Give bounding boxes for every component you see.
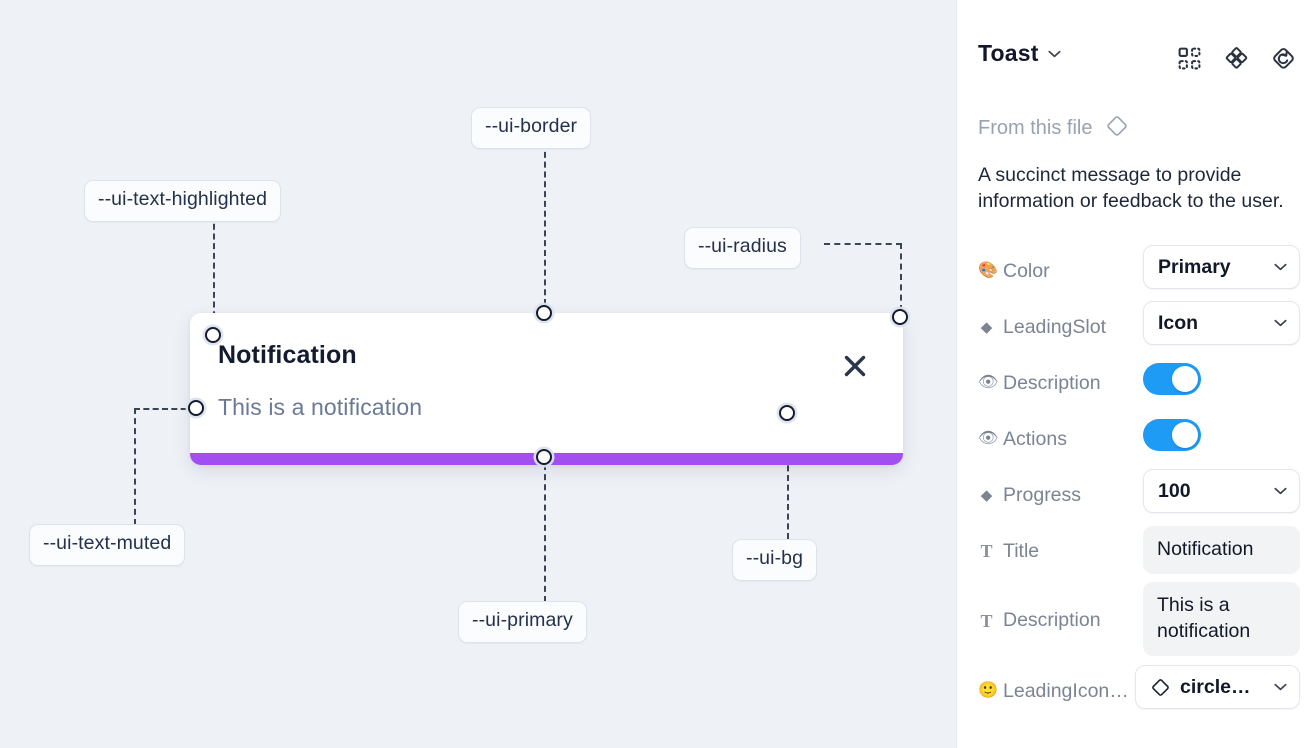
actions-toggle[interactable]	[1143, 419, 1201, 451]
handle-ui-bg[interactable]	[779, 405, 795, 421]
component-grid-icon[interactable]	[1177, 46, 1202, 71]
connector-ui-radius-vertical	[900, 243, 902, 311]
chevron-down-icon	[1274, 319, 1287, 327]
connector-ui-text-highlighted	[213, 214, 215, 327]
property-label-leadingicon: 🙂 LeadingIcon…	[978, 679, 1129, 702]
text-type-icon: T	[980, 610, 993, 631]
connector-ui-primary	[544, 464, 546, 602]
description-input[interactable]: This is a notification	[1143, 582, 1300, 656]
property-label-description-text: T Description	[978, 609, 1100, 632]
toast-title: Notification	[218, 341, 357, 369]
eye-emoji-icon: 👁	[978, 430, 999, 447]
connector-ui-radius-horizontal	[824, 243, 902, 245]
diamond-icon: ◆	[980, 318, 993, 336]
component-name-dropdown[interactable]: Toast	[978, 40, 1061, 67]
chevron-down-icon	[1274, 487, 1287, 495]
connector-ui-bg	[787, 417, 789, 539]
property-row-title: T Title Notification	[957, 523, 1312, 579]
chevron-down-icon	[1274, 263, 1287, 271]
token-chip-ui-border[interactable]: --ui-border	[471, 107, 592, 149]
header-icon-group	[1177, 46, 1296, 71]
property-row-leadingslot: ◆ LeadingSlot Icon	[957, 299, 1312, 355]
connector-ui-text-muted-vertical	[134, 408, 136, 525]
token-chip-ui-text-highlighted[interactable]: --ui-text-highlighted	[84, 180, 282, 222]
property-label-progress: ◆ Progress	[978, 484, 1081, 507]
property-label-description: 👁 Description	[978, 371, 1101, 394]
connector-ui-border	[544, 142, 546, 305]
color-select[interactable]: Primary	[1143, 245, 1300, 289]
description-toggle[interactable]	[1143, 363, 1201, 395]
from-this-file-row[interactable]: From this file	[978, 113, 1130, 144]
smiley-emoji-icon: 🙂	[978, 682, 998, 699]
token-chip-ui-radius[interactable]: --ui-radius	[684, 227, 801, 269]
toast-description: This is a notification	[218, 394, 423, 420]
component-diamonds-icon[interactable]	[1224, 46, 1249, 71]
connector-ui-text-muted-horizontal	[134, 408, 196, 410]
diamond-icon	[1104, 113, 1130, 144]
token-chip-ui-bg[interactable]: --ui-bg	[732, 539, 818, 581]
title-input[interactable]: Notification	[1143, 526, 1300, 574]
property-label-title: T Title	[978, 540, 1039, 563]
text-type-icon: T	[980, 541, 993, 561]
property-row-leadingicon: 🙂 LeadingIcon… circle…	[957, 663, 1312, 719]
diamond-icon: ◆	[980, 486, 993, 504]
design-canvas[interactable]: Notification This is a notification --ui…	[0, 0, 956, 748]
handle-ui-text-muted[interactable]	[188, 400, 204, 416]
from-this-file-label: From this file	[978, 117, 1093, 139]
diamond-icon	[1152, 678, 1169, 696]
panel-header: Toast	[957, 0, 1312, 104]
handle-ui-primary[interactable]	[536, 449, 552, 465]
handle-ui-radius[interactable]	[892, 309, 908, 325]
property-row-description-toggle: 👁 Description	[957, 355, 1312, 411]
progress-select[interactable]: 100	[1143, 469, 1300, 513]
property-row-color: 🎨 Color Primary	[957, 243, 1312, 299]
handle-ui-text-highlighted[interactable]	[205, 327, 221, 343]
chevron-down-icon	[1274, 683, 1287, 691]
leadingslot-select[interactable]: Icon	[1143, 301, 1300, 345]
token-chip-ui-primary[interactable]: --ui-primary	[458, 601, 587, 643]
property-label-actions: 👁 Actions	[978, 427, 1067, 450]
page-title: Toast	[978, 40, 1039, 66]
reset-component-icon[interactable]	[1271, 46, 1296, 71]
token-chip-ui-text-muted[interactable]: --ui-text-muted	[29, 524, 186, 566]
palette-emoji-icon: 🎨	[978, 262, 998, 279]
toast-component-preview[interactable]: Notification This is a notification	[190, 313, 903, 465]
property-row-progress: ◆ Progress 100	[957, 467, 1312, 523]
toggle-knob	[1172, 422, 1198, 448]
toggle-knob	[1172, 366, 1198, 392]
component-description: A succinct message to provide informatio…	[978, 164, 1284, 212]
property-label-leadingslot: ◆ LeadingSlot	[978, 316, 1106, 339]
property-label-color: 🎨 Color	[978, 259, 1050, 282]
properties-panel: Toast	[956, 0, 1312, 748]
chevron-down-icon	[1048, 45, 1061, 63]
property-row-actions-toggle: 👁 Actions	[957, 411, 1312, 467]
leadingicon-select[interactable]: circle…	[1135, 665, 1300, 709]
eye-emoji-icon: 👁	[978, 374, 999, 391]
close-icon[interactable]	[842, 353, 868, 379]
property-row-description-text: T Description This is a notification	[957, 579, 1312, 663]
handle-ui-border[interactable]	[536, 305, 552, 321]
